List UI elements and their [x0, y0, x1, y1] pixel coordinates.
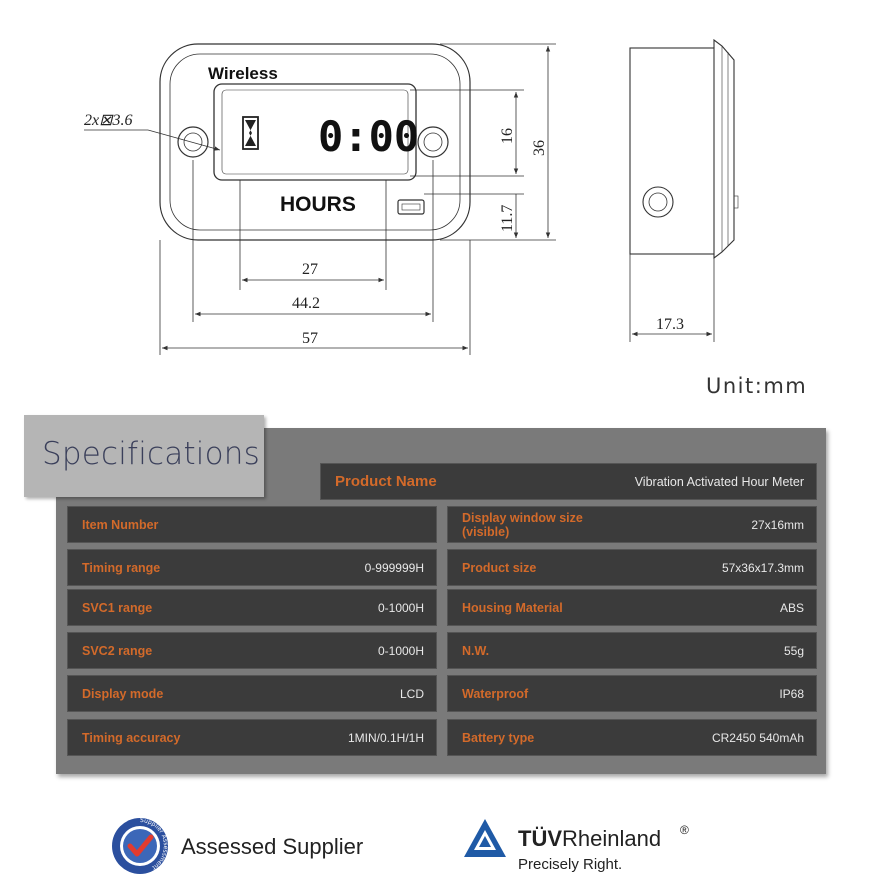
- spec-row-label: N.W.: [462, 643, 490, 658]
- spec-row-label: Timing accuracy: [82, 730, 181, 745]
- spec-row: Timing accuracy 1MIN/0.1H/1H: [67, 719, 437, 756]
- spec-row-label: SVC1 range: [82, 600, 153, 615]
- spec-row: Waterproof IP68: [447, 675, 817, 712]
- hourglass-icon: [242, 116, 259, 150]
- spec-row-value: LCD: [399, 686, 424, 701]
- spec-row-label: Battery type: [462, 730, 535, 745]
- dim-display-height: 16: [499, 128, 516, 144]
- spec-row-value: 1MIN/0.1H/1H: [347, 730, 424, 745]
- tuv-triangle-icon: [464, 819, 506, 857]
- technical-drawing: Wireless 0:00 HOURS 2x⊠3.6 27 44.2 57 16…: [84, 38, 739, 355]
- spec-row-value: 27x16mm: [751, 517, 804, 532]
- spec-row: SVC1 range 0-1000H: [67, 589, 437, 626]
- spec-row-label: Display mode: [82, 686, 164, 701]
- spec-row-label: Item Number: [82, 517, 159, 532]
- assessed-supplier-badge-icon: Supplier Assessment: [112, 817, 169, 874]
- spec-row-label: Waterproof: [462, 686, 529, 701]
- dim-total-height: 36: [531, 140, 548, 156]
- spec-row-value: ABS: [779, 600, 804, 615]
- spec-title-tab: [24, 415, 264, 497]
- spec-row-label: Display window size (visible): [462, 510, 583, 539]
- product-name-value: Vibration Activated Hour Meter: [634, 474, 804, 489]
- spec-row: Display window size (visible) 27x16mm: [447, 506, 817, 543]
- dim-display-width: 27: [302, 261, 318, 278]
- tuv-brand-rest: Rheinland: [562, 826, 662, 851]
- front-hours-text: HOURS: [280, 193, 356, 216]
- spec-title: Specifications: [42, 436, 260, 472]
- spec-row: Product size 57x36x17.3mm: [447, 549, 817, 586]
- spec-row: N.W. 55g: [447, 632, 817, 669]
- spec-row: Housing Material ABS: [447, 589, 817, 626]
- vertical-dimensions: [410, 43, 556, 241]
- dim-hole-spacing: 44.2: [292, 295, 320, 312]
- spec-row-value: 0-1000H: [377, 643, 424, 658]
- unit-label: Unit:mm: [706, 374, 808, 398]
- dim-lower: 11.7: [499, 205, 516, 232]
- front-brand-text: Wireless: [208, 64, 278, 83]
- spec-row: Item Number: [67, 506, 437, 543]
- spec-row-value: 55g: [783, 643, 804, 658]
- front-display-digits: 0:00: [318, 112, 419, 161]
- dim-total-width: 57: [302, 330, 318, 347]
- front-view: [159, 43, 471, 241]
- spec-row-label: Product size: [462, 560, 537, 575]
- hole-callout: 2x⊠3.6: [84, 112, 221, 151]
- product-name-row: Product Name Vibration Activated Hour Me…: [320, 463, 817, 500]
- product-name-label: Product Name: [335, 472, 437, 490]
- horizontal-dimensions: [159, 160, 471, 355]
- spec-row: Timing range 0-999999H: [67, 549, 437, 586]
- assessed-supplier-text: Assessed Supplier: [181, 834, 364, 859]
- hole-callout-text: 2x⊠3.6: [84, 112, 133, 129]
- dim-depth: 17.3: [656, 316, 684, 333]
- spec-row-value: 57x36x17.3mm: [721, 560, 804, 575]
- spec-row-label: SVC2 range: [82, 643, 153, 658]
- spec-row-value: 0-999999H: [364, 560, 424, 575]
- tuv-tagline: Precisely Right.: [518, 856, 623, 873]
- spec-row-value: 0-1000H: [377, 600, 424, 615]
- spec-row-label: Timing range: [82, 560, 161, 575]
- spec-row: SVC2 range 0-1000H: [67, 632, 437, 669]
- spec-row-value: IP68: [779, 686, 804, 701]
- tuv-brand: TÜVRheinland: [518, 826, 661, 852]
- spec-row: Battery type CR2450 540mAh: [447, 719, 817, 756]
- spec-row: Display mode LCD: [67, 675, 437, 712]
- tuv-registered-mark: ®: [680, 823, 689, 837]
- tuv-brand-bold: TÜV: [518, 826, 562, 851]
- spec-row-label: Housing Material: [462, 600, 563, 615]
- side-view: [629, 38, 739, 342]
- spec-row-value: CR2450 540mAh: [711, 730, 804, 745]
